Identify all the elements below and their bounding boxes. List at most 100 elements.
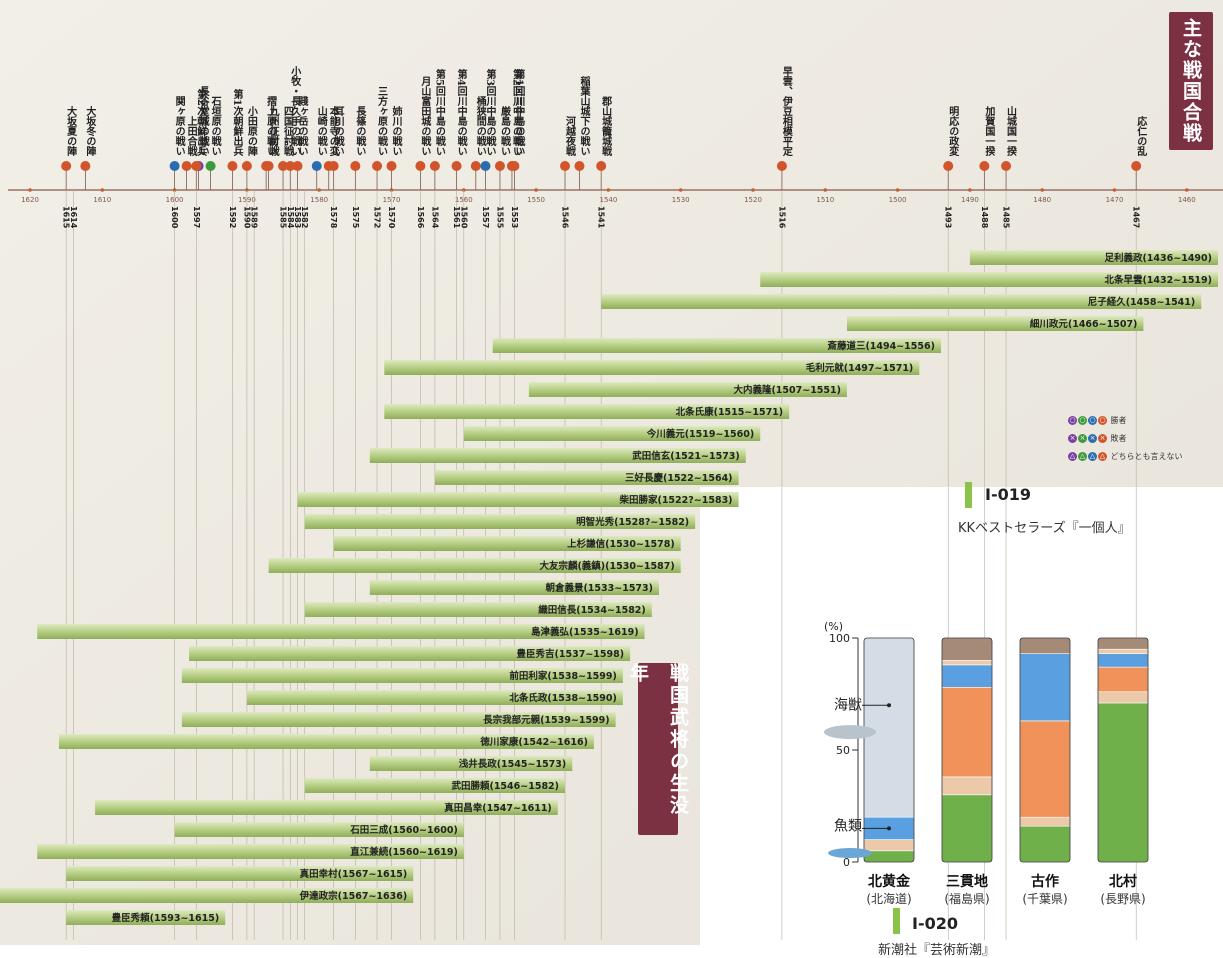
battle-dot — [470, 161, 481, 171]
axis-tick-label: 1470 — [1106, 196, 1124, 204]
lifespan-bar — [333, 536, 681, 551]
lifespan-label: 真田幸村(1567~1615) — [300, 868, 408, 880]
battle-dot — [263, 161, 274, 171]
battle-name: 上田合戦 — [185, 115, 198, 157]
battle-dot — [191, 161, 202, 171]
lifespan-label: 尼子経久(1458~1541) — [1088, 296, 1196, 308]
battle-name: 第2回川中島の戦い — [510, 68, 523, 156]
axis-tick-label: 1460 — [1178, 196, 1196, 204]
battle-dot — [509, 161, 520, 171]
battle-dot — [350, 161, 361, 171]
event-year-label: 1578 — [329, 206, 338, 229]
battle-name: 四国征討戦 — [282, 106, 294, 157]
lifespan-bar — [846, 316, 1144, 331]
stack-segment — [1019, 720, 1071, 818]
battle-dot — [285, 161, 296, 171]
stack-segment — [941, 776, 993, 796]
battle-name: 小田原の陣 — [245, 105, 258, 157]
lifespan-label: 長宗我部元親(1539~1599) — [483, 714, 610, 726]
battle-name: 摺上原の戦い — [265, 95, 277, 156]
event-year-label: 1585 — [279, 206, 288, 229]
stack-segment — [941, 664, 993, 688]
event-year-label: 1575 — [351, 206, 360, 229]
event-year-label: 1560 — [459, 206, 468, 229]
axis-tick — [100, 188, 105, 192]
axis-tick-label: 1550 — [527, 196, 545, 204]
stack-segment — [1097, 666, 1149, 693]
lifespan-bar — [304, 514, 696, 529]
caption-source-1: KKベストセラーズ『一個人』 — [958, 521, 1131, 536]
battle-name: 長谷堂城の戦い — [197, 86, 209, 156]
lifespan-label: 伊達政宗(1567~1636) — [299, 890, 408, 902]
lifespan-bar — [181, 712, 616, 727]
battle-dot — [1131, 161, 1142, 171]
caption-source-2: 新潮社『芸術新潮』 — [878, 943, 996, 958]
lifespan-label: 明智光秀(1528?~1582) — [576, 516, 689, 528]
lifespan-bar — [66, 866, 414, 881]
stack-segment — [941, 660, 993, 666]
battle-dot — [372, 161, 383, 171]
battle-name: 郡山城籠城戦 — [600, 96, 613, 157]
battle-dot — [328, 161, 339, 171]
lifespan-label: 織田信長(1534~1582) — [538, 604, 646, 616]
bar-outline — [941, 637, 993, 863]
lifespan-label: 真田昌幸(1547~1611) — [444, 802, 552, 814]
axis-tick-label: 1490 — [961, 196, 979, 204]
axis-tick-label: 1610 — [93, 196, 111, 204]
stack-segment — [863, 839, 915, 852]
event-year-label: 1570 — [387, 206, 396, 229]
lifespan-bar — [304, 778, 566, 793]
lifespan-label: 大友宗麟(義鎮)(1530~1587) — [539, 560, 674, 572]
category-label: 北黄金 — [868, 873, 911, 890]
battle-dot — [1001, 161, 1012, 171]
lifespan-label: 島津義弘(1535~1619) — [531, 626, 639, 638]
category-label: 古作 — [1031, 873, 1059, 890]
battle-name: 賤ヶ岳の戦い — [296, 95, 309, 156]
caption-marker-2 — [893, 908, 900, 934]
lifespan-bar — [369, 756, 573, 771]
event-year-label: 1583 — [293, 206, 302, 228]
battle-name: 第2次朝鮮出兵 — [195, 88, 207, 157]
battle-name: 三方ヶ原の戦い — [376, 86, 388, 156]
stacked-bar-chart: (%)100500北黄金(北海道)三貫地(福島県)古作(千葉県)北村(長野県)海… — [824, 620, 1149, 906]
lifespan-label: 直江兼続(1560~1619) — [350, 846, 458, 858]
stack-segment — [1097, 702, 1149, 863]
event-year-label: 1485 — [1002, 206, 1011, 229]
stack-segment — [941, 686, 993, 778]
lifespan-bar — [37, 624, 645, 639]
battle-name: 第5回川中島の戦い — [433, 68, 446, 156]
axis-tick — [678, 188, 683, 192]
lifespan-label: 三好長慶(1522~1564) — [625, 472, 733, 484]
battle-name: 耳川の戦い — [332, 106, 345, 156]
lifespan-label: 斎藤道三(1494~1556) — [827, 340, 935, 352]
battle-name: 稲葉山城下の戦い — [578, 75, 591, 156]
y-tick-label: 100 — [829, 632, 850, 645]
battles-title: 主な戦国合戦 — [1169, 12, 1213, 150]
lifespan-label: 柴田勝家(1522?~1583) — [618, 494, 732, 506]
event-year-label: 1555 — [495, 206, 504, 229]
battle-dot — [169, 161, 180, 171]
event-year-label: 1584 — [286, 206, 295, 229]
event-year-label: 1600 — [170, 206, 179, 229]
event-year-label: 1566 — [416, 206, 425, 229]
stack-segment — [1097, 637, 1149, 650]
annotation-seal: 海獣 — [834, 698, 862, 714]
battle-dot — [943, 161, 954, 171]
event-year-label: 1592 — [228, 206, 237, 228]
battle-dot — [480, 161, 491, 171]
lifespan-label: 豊臣秀吉(1537~1598) — [517, 648, 625, 660]
lifespan-label: 豊臣秀頼(1593~1615) — [112, 912, 220, 924]
bar-outline — [1097, 637, 1149, 863]
lifespan-bar — [384, 360, 920, 375]
battle-name: 厳島の戦い — [498, 105, 510, 156]
fish-icon — [828, 848, 872, 859]
y-unit-label: (%) — [824, 620, 843, 633]
lifespan-bar — [58, 734, 594, 749]
event-year-label: 1541 — [597, 206, 606, 229]
battle-name: 大坂冬の陣 — [84, 105, 96, 157]
axis-tick — [317, 188, 322, 192]
lifespan-bar — [297, 492, 739, 507]
battle-name: 姉川の戦い — [390, 105, 403, 156]
battle-dot — [429, 161, 440, 171]
